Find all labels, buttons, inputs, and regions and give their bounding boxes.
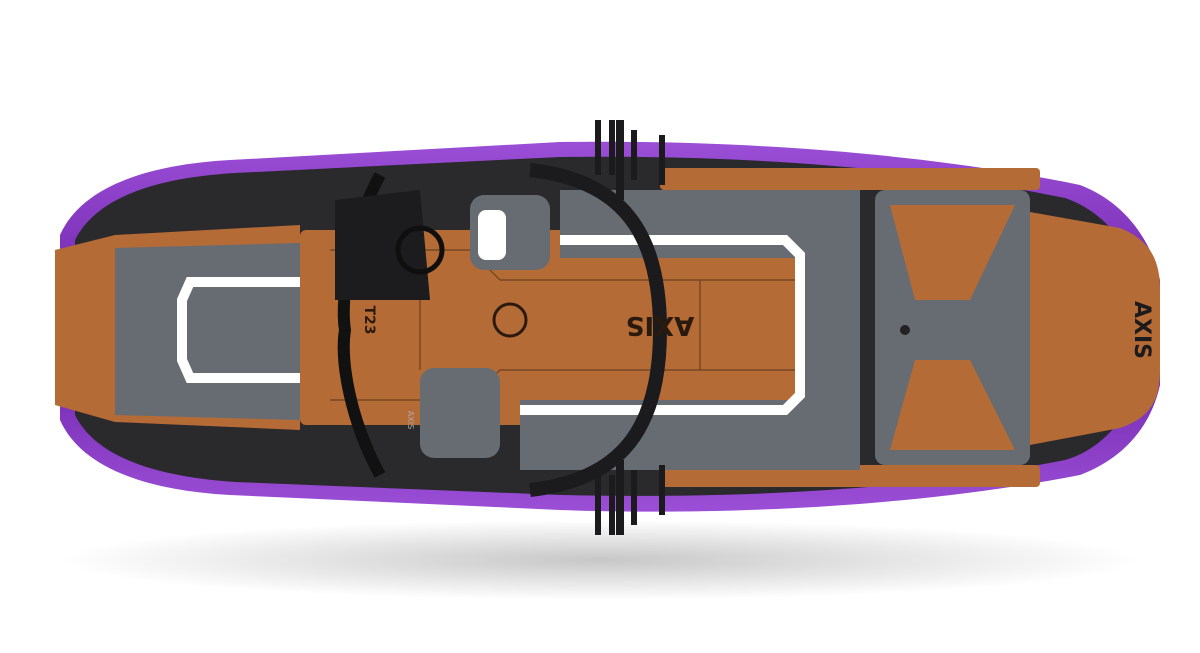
bow-seat-bottom: [115, 355, 300, 420]
floor-mat-logo: AXIS: [626, 310, 695, 340]
rear-lounge-piping: [520, 235, 805, 415]
sunpad-button: [900, 325, 910, 335]
sunpad-accent-top: [890, 205, 1015, 300]
driver-seat-accent: [478, 210, 506, 260]
gunwale-mat-top: [660, 168, 1040, 190]
board-rack-top: [595, 120, 665, 185]
bow-seat-cushion: [175, 300, 300, 355]
sunpad-accent-bottom: [890, 360, 1015, 450]
board-rack-bottom: [595, 465, 665, 535]
model-mark: T23: [361, 305, 377, 334]
helm-logo: AXIS: [406, 411, 415, 429]
tower-arch: [529, 163, 668, 497]
stern-logo: AXIS: [1129, 301, 1154, 359]
rear-lounge-seat: [520, 190, 860, 470]
helm-console: [335, 190, 430, 300]
bow-seat-right: [115, 243, 300, 255]
bow-seat-piping: [177, 277, 300, 383]
swim-platform-mat: [1030, 212, 1160, 445]
steering-wheel: [395, 225, 445, 275]
drain-ring: [492, 302, 528, 338]
passenger-seat: [420, 368, 500, 458]
ground-shadow: [60, 520, 1140, 600]
gunwale-mat-bottom: [660, 465, 1040, 487]
